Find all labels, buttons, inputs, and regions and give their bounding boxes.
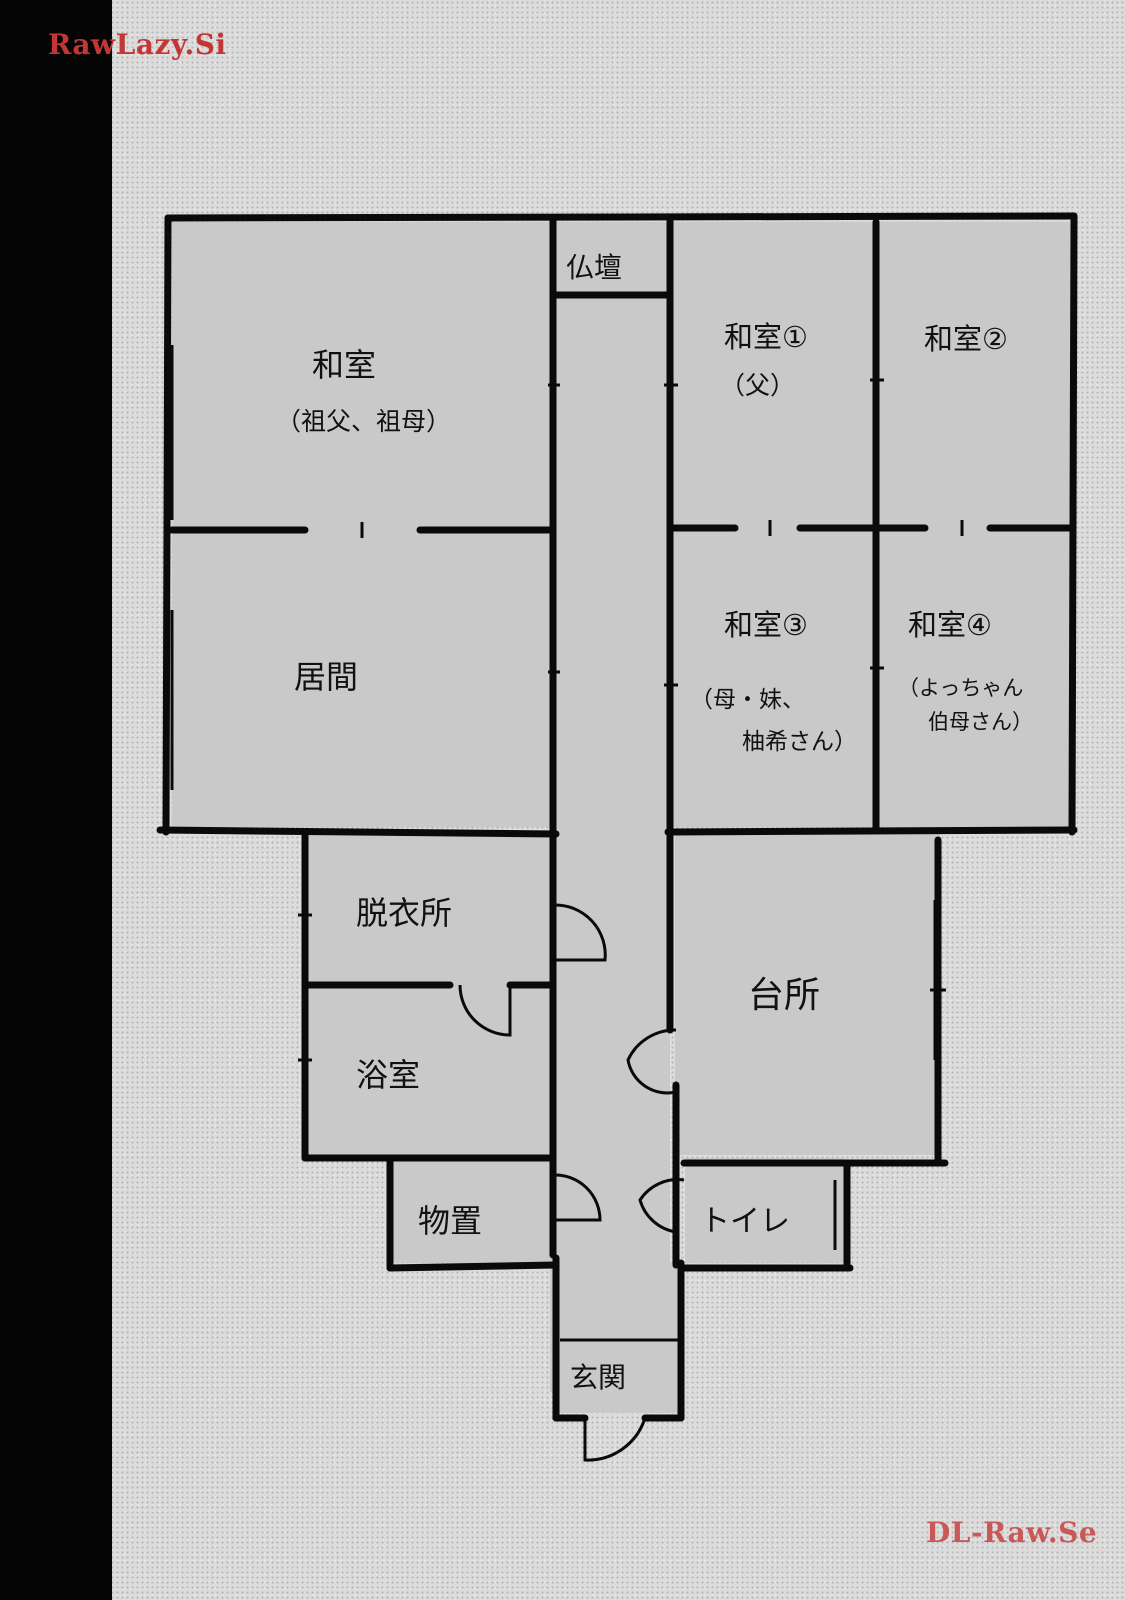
label-washitsu-3-sub-2: 柚希さん） — [742, 729, 857, 755]
label-toilet: トイレ — [700, 1204, 790, 1239]
label-datsuijo: 脱衣所 — [356, 894, 453, 932]
room-genkan — [553, 1263, 683, 1413]
room-yokushitsu — [305, 985, 550, 1155]
room-toilet — [685, 1158, 845, 1263]
label-washitsu-1: 和室① — [724, 320, 808, 354]
hallway — [550, 292, 670, 1392]
room-washitsu-2 — [875, 222, 1070, 527]
watermark-bottom: DL-Raw.Se — [926, 1516, 1098, 1549]
label-washitsu-3-sub-1: （母・妹、 — [690, 687, 805, 713]
room-washitsu-1 — [670, 222, 875, 527]
room-washitsu-3 — [670, 527, 875, 827]
room-datsuijo — [305, 833, 550, 985]
label-washitsu-4: 和室④ — [908, 608, 992, 642]
label-washitsu-1-sub: （父） — [720, 371, 796, 400]
watermark-top: RawLazy.Si — [48, 28, 227, 61]
label-washitsu-grandparents: 和室 — [312, 346, 377, 384]
label-washitsu-grandparents-sub: （祖父、祖母） — [276, 407, 452, 436]
room-ima — [172, 527, 550, 827]
room-washitsu-4 — [875, 527, 1070, 827]
room-washitsu-grandparents — [172, 222, 550, 527]
label-butsudan: 仏壇 — [566, 251, 623, 284]
label-ima: 居間 — [294, 658, 359, 696]
label-yokushitsu: 浴室 — [356, 1056, 421, 1094]
room-daidokoro — [675, 833, 940, 1155]
left-black-bar — [0, 0, 112, 1600]
label-monooki: 物置 — [418, 1202, 483, 1240]
label-daidokoro: 台所 — [748, 975, 821, 1016]
label-washitsu-4-sub-2: 伯母さん） — [928, 710, 1033, 734]
label-washitsu-3: 和室③ — [724, 608, 808, 642]
label-washitsu-2: 和室② — [924, 322, 1008, 356]
room-butsudan — [550, 222, 670, 292]
label-washitsu-4-sub-1: （よっちゃん — [898, 676, 1024, 700]
room-monooki — [390, 1158, 550, 1263]
label-genkan: 玄関 — [570, 1361, 627, 1394]
